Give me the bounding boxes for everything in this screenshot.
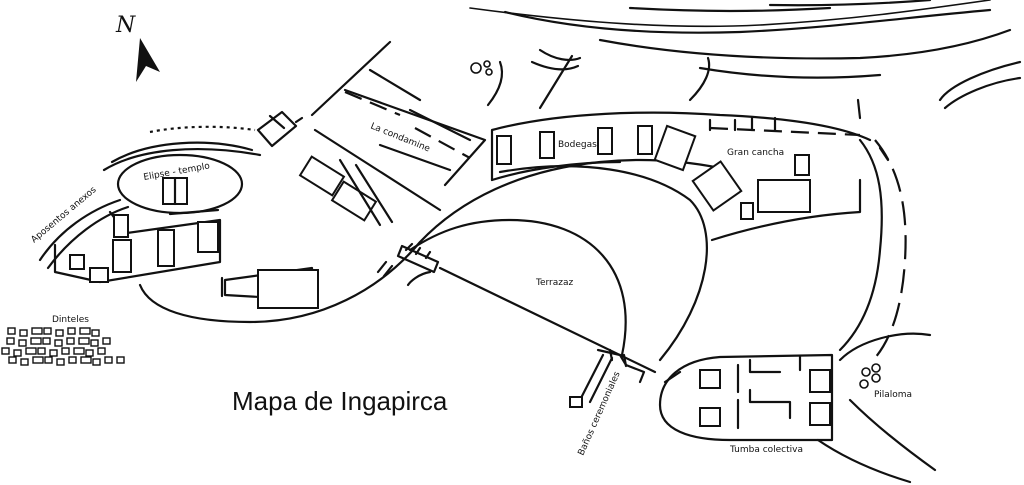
- dintel-block: [67, 327, 76, 335]
- dintel-block: [13, 349, 22, 357]
- pilaloma-path: [816, 332, 937, 484]
- dintel-block: [1, 347, 10, 355]
- dintel-block: [79, 327, 91, 335]
- label-dinteles: Dinteles: [52, 315, 89, 325]
- label-gran-cancha: Gran cancha: [727, 148, 784, 158]
- dintel-block: [18, 339, 27, 347]
- dintel-block: [92, 358, 101, 366]
- dintel-block: [68, 356, 77, 364]
- dintel-block: [7, 327, 16, 335]
- stone-circles: [470, 60, 493, 76]
- dintel-block: [66, 337, 75, 345]
- dintel-block: [25, 347, 37, 355]
- label-tumba-colectiva: Tumba colectiva: [729, 445, 803, 455]
- dintel-block: [32, 356, 44, 364]
- banos-ceremoniales: [569, 348, 646, 408]
- north-arrow-icon: N: [115, 13, 160, 82]
- label-terrazaz: Terrazaz: [535, 278, 574, 288]
- label-la-condamine: La condamine: [369, 122, 432, 155]
- dintel-block: [42, 337, 51, 345]
- dintel-block: [20, 358, 29, 366]
- dintel-block: [85, 349, 94, 357]
- dintel-block: [49, 349, 58, 357]
- dintel-block: [97, 347, 106, 355]
- dintel-block: [37, 347, 46, 355]
- dintel-block: [61, 347, 70, 355]
- tumba-colectiva: [658, 353, 834, 442]
- dintel-block: [56, 358, 65, 366]
- dintel-block: [78, 337, 90, 345]
- dintel-block: [104, 356, 113, 364]
- dintel-block: [19, 329, 28, 337]
- river-lines: [469, 0, 1022, 110]
- dintel-block: [43, 327, 52, 335]
- dintel-block: [116, 356, 125, 364]
- dintel-block: [6, 337, 15, 345]
- aposentos-anexos: [38, 198, 222, 284]
- map-title: Mapa de Ingapirca: [232, 386, 448, 416]
- dintel-block: [80, 356, 92, 364]
- dinteles-blocks: [1, 327, 125, 366]
- dintel-block: [54, 339, 63, 347]
- dintel-block: [102, 337, 111, 345]
- north-label: N: [115, 13, 136, 38]
- dintel-block: [55, 329, 64, 337]
- bodegas-gran-cancha: [490, 111, 890, 242]
- label-bodegas: Bodegas: [558, 140, 597, 150]
- dintel-block: [91, 329, 100, 337]
- dintel-block: [8, 356, 17, 364]
- outer-wall: [138, 158, 722, 324]
- terrazaz: [376, 165, 708, 374]
- dintel-block: [44, 356, 53, 364]
- la-condamine: [256, 40, 487, 227]
- east-wall: [838, 98, 907, 359]
- dintel-block: [73, 347, 85, 355]
- dintel-block: [31, 327, 43, 335]
- dintel-block: [90, 339, 99, 347]
- dintel-block: [30, 337, 42, 345]
- label-pilaloma: Pilaloma: [874, 390, 912, 400]
